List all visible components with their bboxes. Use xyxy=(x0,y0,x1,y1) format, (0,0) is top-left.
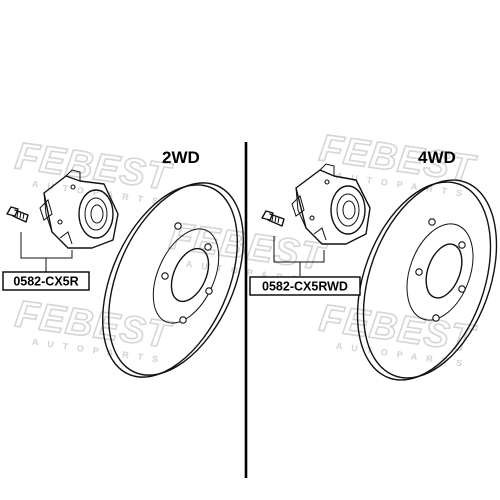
part-label-2wd[interactable]: 0582-CX5R xyxy=(2,271,90,291)
watermark-febest-1: FEBEST AUTOPARTS xyxy=(12,135,176,208)
hub-bearing xyxy=(39,169,119,249)
part-number: 0582-CX5RWD xyxy=(262,280,348,294)
panel-4wd: 4WD xyxy=(249,148,498,381)
watermark-febest-3: FEBEST AUTOPARTS xyxy=(166,215,330,288)
watermark-febest-5: FEBEST AUTOPARTS xyxy=(316,297,480,370)
stud-bolt xyxy=(6,206,29,223)
panel-title: 4WD xyxy=(418,148,456,167)
brake-disc xyxy=(356,179,498,381)
leader-line xyxy=(273,236,325,276)
watermark-febest-4: FEBEST AUTOPARTS xyxy=(12,293,176,366)
brake-disc xyxy=(102,182,244,378)
hub-bearing xyxy=(291,163,371,245)
part-label-4wd[interactable]: 0582-CX5RWD xyxy=(249,276,361,296)
leader-line xyxy=(20,232,73,272)
panel-title: 2WD xyxy=(162,148,200,167)
part-number: 0582-CX5R xyxy=(13,275,78,289)
stud-bolt xyxy=(261,210,285,227)
panel-2wd: 2WD xyxy=(2,148,244,378)
